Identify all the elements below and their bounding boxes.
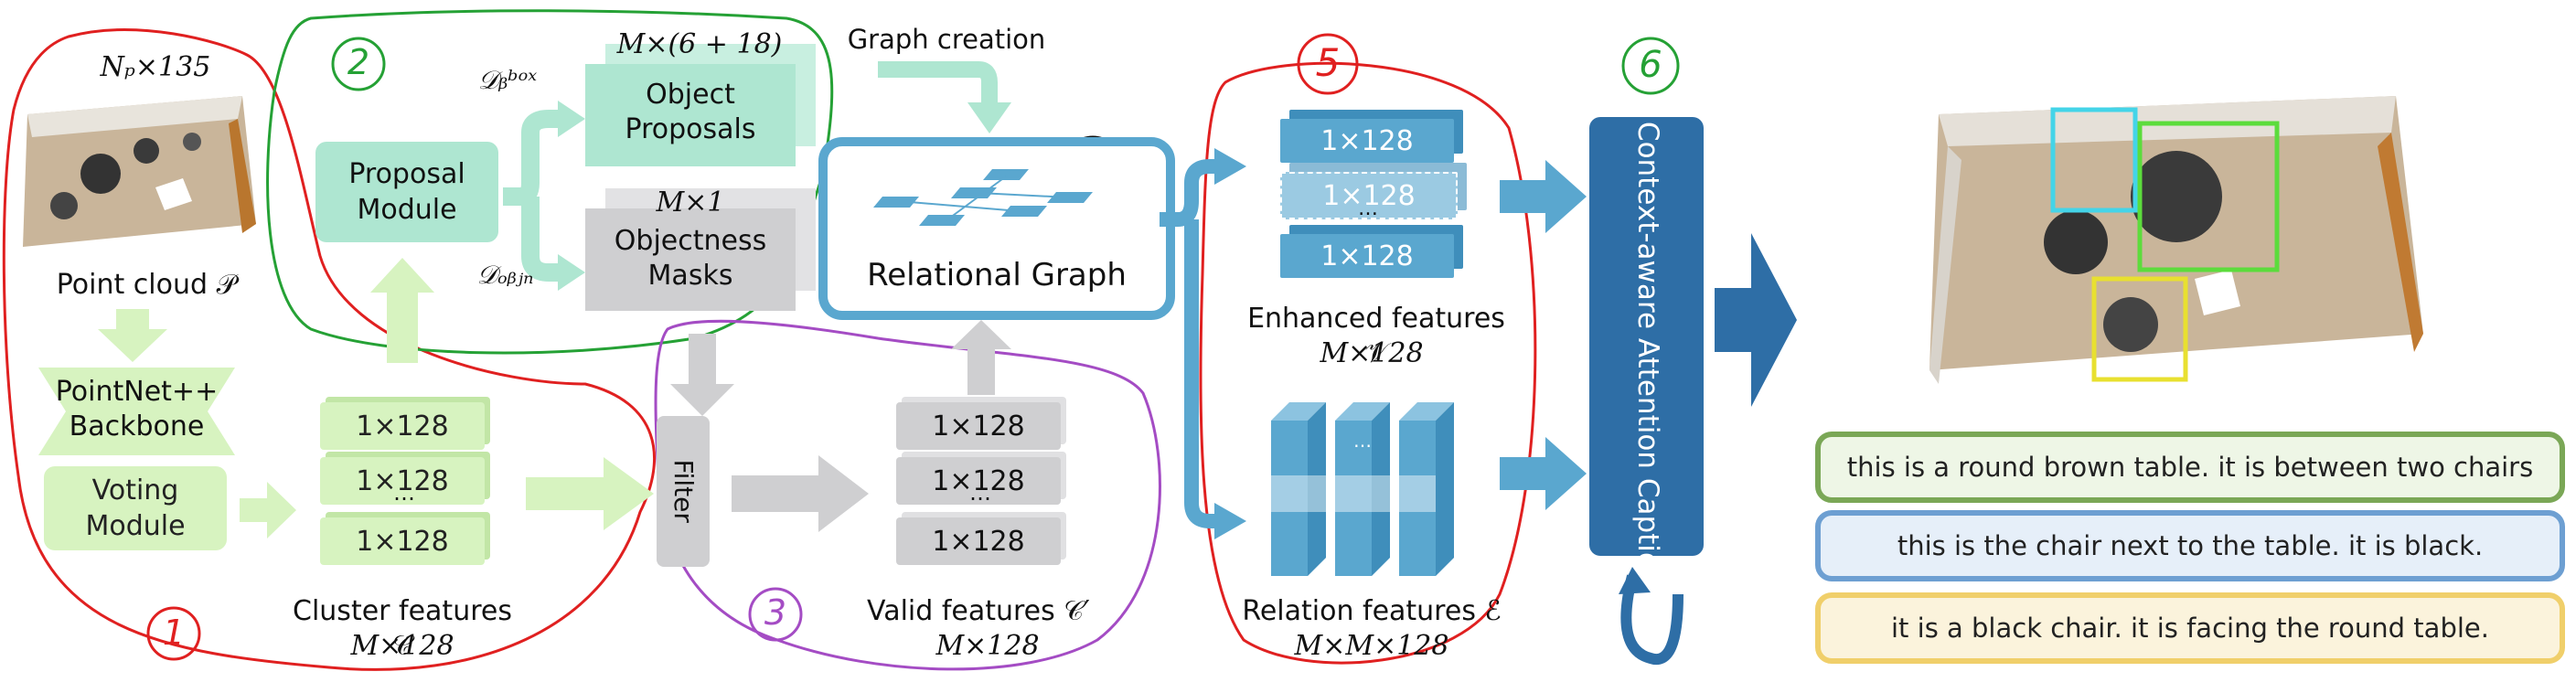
annotation-digit-5: 5 <box>1315 40 1341 85</box>
graph-creation-label: Graph creation <box>847 24 1046 55</box>
relation-ellipsis: … <box>1353 430 1372 452</box>
caption-yellow: it is a black chair. it is facing the ro… <box>1815 592 2565 664</box>
d-bbox-label: 𝒟ᵦᵇᵒˣ <box>477 65 538 95</box>
graph-output-fork <box>1160 148 1246 539</box>
relational-graph-label: Relational Graph <box>867 257 1127 293</box>
object-proposals-dims: M×(6 + 18) <box>616 28 783 60</box>
valid-ellipsis: … <box>969 480 991 506</box>
object-proposals-box <box>585 64 796 166</box>
captioning-module-box: Context-aware Attention Captioning <box>1589 117 1704 632</box>
cluster-ellipsis: … <box>393 480 415 506</box>
point-cloud-label: Point cloud 𝒫 <box>56 269 237 301</box>
valid-features-dims: M×128 <box>935 630 1040 662</box>
filter-box: Filter <box>657 416 710 567</box>
d-objn-label: 𝒟ₒᵦⱼₙ <box>476 260 534 290</box>
cluster-feature-block-2: 1×128 <box>320 457 485 505</box>
enhanced-feature-block-3: 1×128 <box>1280 234 1454 278</box>
annotation-circle-2 <box>331 37 386 91</box>
graph-creation-arrow <box>878 61 1011 133</box>
object-proposals-label: Object Proposals <box>625 79 756 145</box>
arrow-right-icon <box>240 482 296 538</box>
objectness-masks-box <box>585 208 796 311</box>
cluster-features-dims: M×128 <box>350 630 454 662</box>
annotation-loop-green-2 <box>266 9 834 355</box>
enhanced-feature-block-2: 1×128 <box>1280 172 1458 219</box>
annotation-circle-6 <box>1621 37 1680 95</box>
filter-label: Filter <box>668 459 700 524</box>
annotation-loop-red-1 <box>2 28 657 671</box>
enhanced-features-label: Enhanced features 𝒱 <box>1247 303 1505 369</box>
arrow-right-icon <box>1715 233 1797 407</box>
objectness-masks-label: Objectness Masks <box>614 225 767 292</box>
valid-feature-block-1: 1×128 <box>896 402 1061 450</box>
relation-features-dims: M×M×128 <box>1294 630 1449 662</box>
objectness-masks-dims: M×1 <box>656 187 725 219</box>
caption-blue: this is the chair next to the table. it … <box>1815 510 2565 581</box>
relation-features-tensor <box>1271 402 1454 576</box>
annotation-digit-1: 1 <box>162 613 186 653</box>
annotation-circle-3 <box>748 587 803 642</box>
voting-module-box: Voting Module <box>44 466 227 550</box>
enhanced-ellipsis: … <box>1358 197 1378 220</box>
input-point-cloud-image <box>23 96 256 247</box>
output-scene-image <box>1929 96 2423 384</box>
arrow-down-icon <box>98 309 167 362</box>
enhanced-feature-block-1: 1×128 <box>1280 119 1454 163</box>
captioning-module-label: Context-aware Attention Captioning <box>1630 122 1664 632</box>
cluster-features-label: Cluster features 𝒞 <box>293 595 512 662</box>
arrow-up-icon <box>370 258 434 363</box>
arrow-down-icon <box>670 334 734 416</box>
relation-features-label: Relation features ℰ <box>1242 595 1502 627</box>
annotation-loop-red-5 <box>1199 61 1537 665</box>
arrow-right-icon <box>1500 437 1587 510</box>
annotation-digit-2: 2 <box>347 42 370 82</box>
cluster-feature-block-1: 1×128 <box>320 402 485 450</box>
arrow-right-icon <box>526 457 654 530</box>
annotation-circle-5 <box>1297 33 1359 95</box>
annotation-circle-1 <box>146 606 201 661</box>
proposal-fork-arrows <box>503 101 585 291</box>
relational-graph-box <box>818 137 1175 320</box>
annotation-digit-6: 6 <box>1639 44 1662 86</box>
arrow-right-icon <box>1500 160 1587 233</box>
pointnet-backbone-shape <box>38 368 235 455</box>
annotation-digit-3: 3 <box>764 592 787 633</box>
valid-feature-block-2: 1×128 <box>896 457 1061 505</box>
graph-nodes-icon <box>873 169 1093 226</box>
arrow-right-icon <box>732 455 869 532</box>
recurrent-loop-icon <box>1619 567 1683 666</box>
enhanced-features-dims: M×128 <box>1320 337 1424 369</box>
caption-green: this is a round brown table. it is betwe… <box>1815 432 2565 503</box>
arrow-up-icon <box>951 320 1011 395</box>
valid-features-label: Valid features 𝒞′ <box>867 595 1090 627</box>
point-count-label: Nₚ×135 <box>100 51 211 83</box>
pointnet-backbone-label: PointNet++ Backbone <box>55 376 219 442</box>
proposal-module-box: Proposal Module <box>315 142 498 242</box>
valid-feature-block-3: 1×128 <box>896 517 1061 565</box>
cluster-feature-block-3: 1×128 <box>320 517 485 565</box>
